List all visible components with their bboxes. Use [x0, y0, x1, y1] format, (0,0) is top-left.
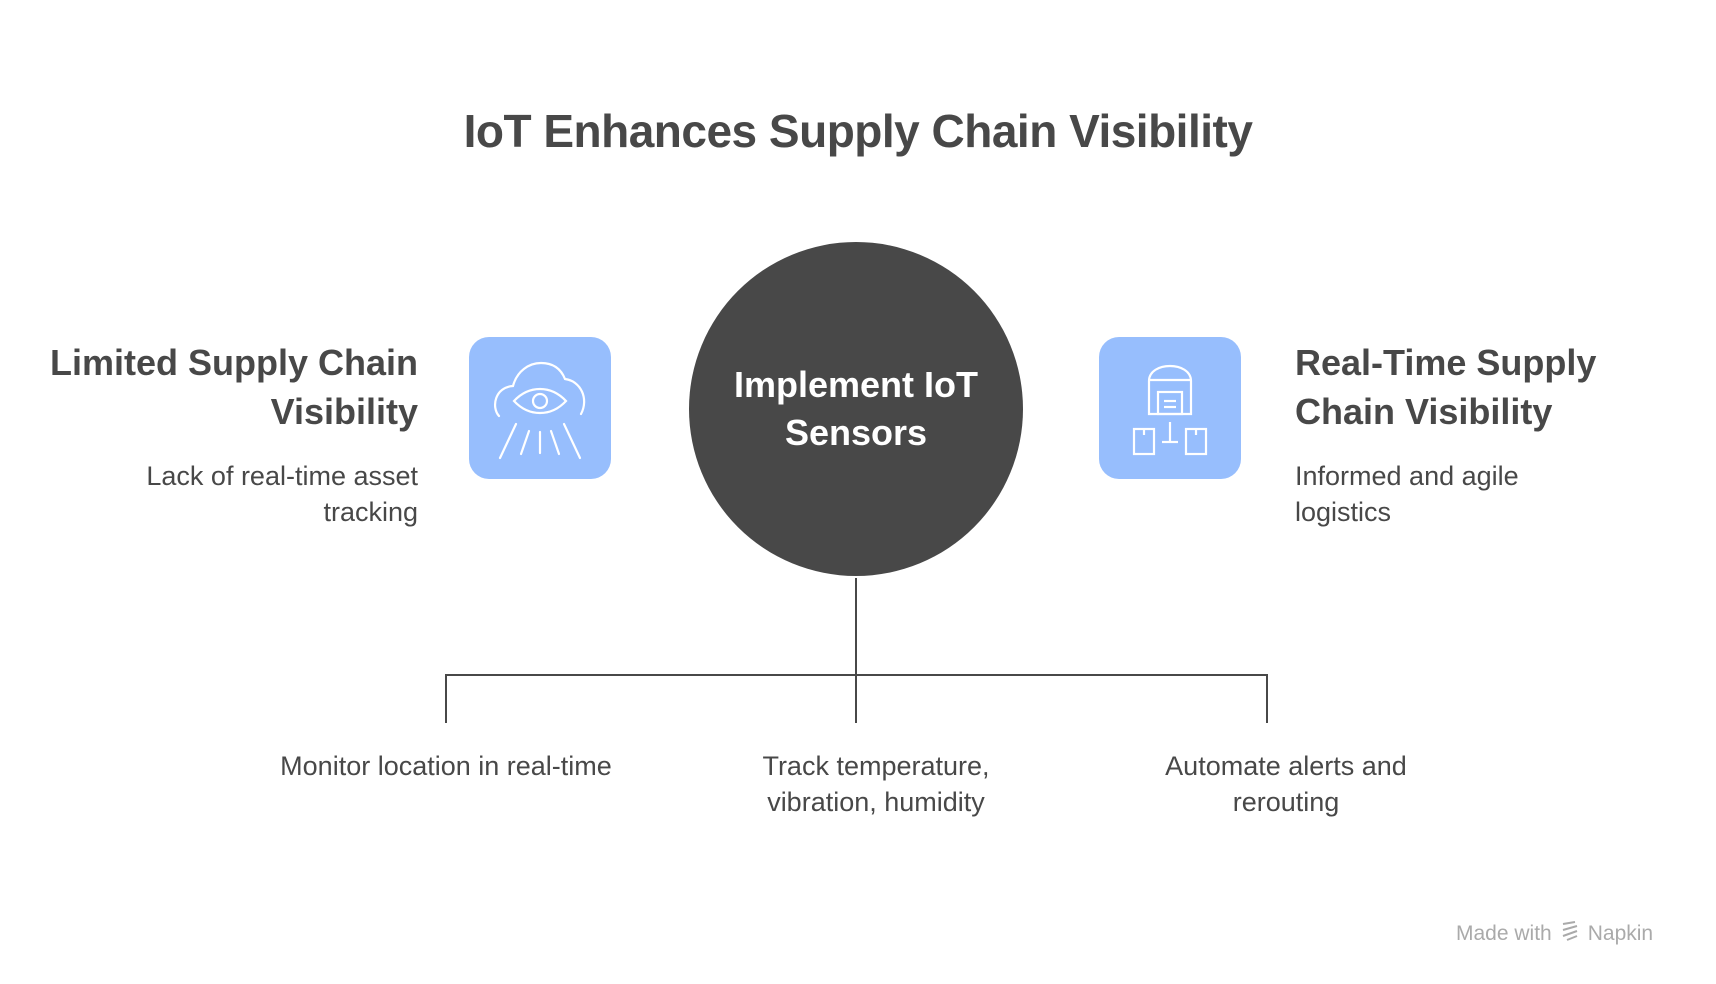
warehouse-distribution-icon [1099, 337, 1241, 479]
napkin-brand-text: Napkin [1587, 922, 1654, 945]
right-description: Informed and agile logistics [1295, 461, 1519, 527]
napkin-watermark: Made with Napkin [1456, 920, 1653, 948]
diagram-title: IoT Enhances Supply Chain Visibility [463, 105, 1253, 157]
left-description: Lack of real-time asset tracking [146, 461, 418, 527]
napkin-logo-icon [1560, 920, 1580, 948]
connector-trunk [855, 578, 857, 675]
made-with-text: Made with [1456, 922, 1552, 945]
right-heading: Real-Time Supply Chain Visibility [1295, 342, 1597, 432]
connector-branch-3 [1266, 674, 1268, 723]
branch-label-3: Automate alerts and rerouting [1165, 751, 1407, 817]
connector-branch-2 [855, 674, 857, 723]
branch-label-2: Track temperature, vibration, humidity [762, 751, 990, 817]
center-label: Implement IoT Sensors [733, 364, 979, 453]
left-heading: Limited Supply Chain Visibility [49, 342, 418, 432]
cloud-eye-icon [469, 337, 611, 479]
connector-branch-1 [445, 674, 447, 723]
center-node: Implement IoT Sensors [689, 242, 1023, 576]
branch-label-1: Monitor location in real-time [280, 751, 612, 781]
